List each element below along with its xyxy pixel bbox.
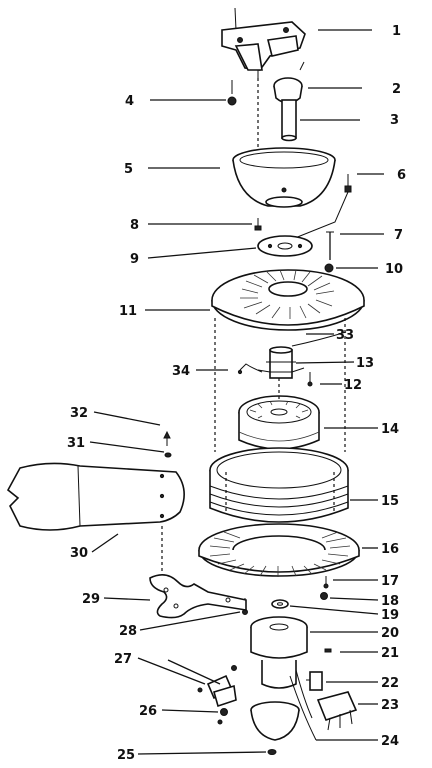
- callout-7: 7: [394, 228, 403, 243]
- callout-32: 32: [70, 406, 88, 421]
- callout-6: 6: [397, 168, 406, 183]
- part-19-washer: [271, 599, 289, 609]
- part-27-sockets: [197, 665, 237, 725]
- part-9-washer: [257, 235, 313, 257]
- leader-lines: [89, 29, 384, 755]
- callout-9: 9: [130, 252, 139, 267]
- callout-30: 30: [70, 546, 88, 561]
- part-24-wires: [289, 669, 317, 741]
- part-26-glass-bowl: [220, 701, 300, 741]
- callout-labels: 1 2 3 4 5 6 7 8 9 10 11 12 13 14 15 16 1…: [67, 24, 406, 763]
- callout-11: 11: [119, 304, 137, 319]
- part-18-nut: [320, 592, 328, 600]
- part-29-blade-iron: [149, 574, 247, 619]
- callout-12: 12: [344, 378, 362, 393]
- callout-1: 1: [392, 24, 401, 39]
- callout-20: 20: [381, 626, 399, 641]
- part-20-light-housing: [250, 616, 308, 689]
- part-31-washer: [164, 452, 172, 458]
- callout-21: 21: [381, 646, 399, 661]
- callout-26: 26: [139, 704, 157, 719]
- part-2-hanger-ball: [273, 61, 305, 104]
- part-23-capacitor: [316, 691, 358, 731]
- callout-5: 5: [124, 162, 133, 177]
- callout-34: 34: [172, 364, 190, 379]
- part-3-downrod: [281, 99, 297, 142]
- part-10-nut: [324, 263, 334, 273]
- part-34-pull-chain: [237, 363, 263, 375]
- part-12-screw: [307, 372, 313, 387]
- callout-8: 8: [130, 218, 139, 233]
- part-5-canopy: [232, 147, 336, 208]
- part-21-screw: [324, 648, 332, 653]
- callout-28: 28: [119, 624, 137, 639]
- part-11-top-plate: [211, 269, 365, 331]
- callout-15: 15: [381, 494, 399, 509]
- callout-10: 10: [385, 262, 403, 277]
- callout-2: 2: [392, 82, 401, 97]
- part-16-trim-plate: [198, 523, 360, 577]
- callout-23: 23: [381, 698, 399, 713]
- callout-27: 27: [114, 652, 132, 667]
- part-22-switch: [306, 671, 323, 691]
- callout-4: 4: [125, 94, 134, 109]
- part-4-screw: [227, 80, 237, 106]
- callout-14: 14: [381, 422, 399, 437]
- callout-13: 13: [356, 356, 374, 371]
- callout-24: 24: [381, 734, 399, 749]
- part-30-fan-blade: [6, 462, 185, 572]
- part-6-screw: [294, 174, 352, 239]
- part-33-wire: [291, 331, 347, 347]
- callout-18: 18: [381, 594, 399, 609]
- callout-31: 31: [67, 436, 85, 451]
- part-25-finial: [267, 749, 277, 755]
- part-7-long-screw: [326, 231, 334, 260]
- part-1-mounting-bracket: [221, 7, 306, 78]
- part-32-screw: [163, 430, 171, 446]
- part-17-screw: [323, 576, 329, 589]
- part-13-switch: [257, 346, 305, 379]
- callout-16: 16: [381, 542, 399, 557]
- callout-19: 19: [381, 608, 399, 623]
- callout-3: 3: [390, 113, 399, 128]
- part-15-housing: [209, 447, 349, 523]
- part-8-screw: [254, 218, 262, 231]
- callout-22: 22: [381, 676, 399, 691]
- callout-17: 17: [381, 574, 399, 589]
- callout-33: 33: [336, 328, 354, 343]
- callout-29: 29: [82, 592, 100, 607]
- callout-25: 25: [117, 748, 135, 763]
- part-14-motor: [238, 395, 320, 450]
